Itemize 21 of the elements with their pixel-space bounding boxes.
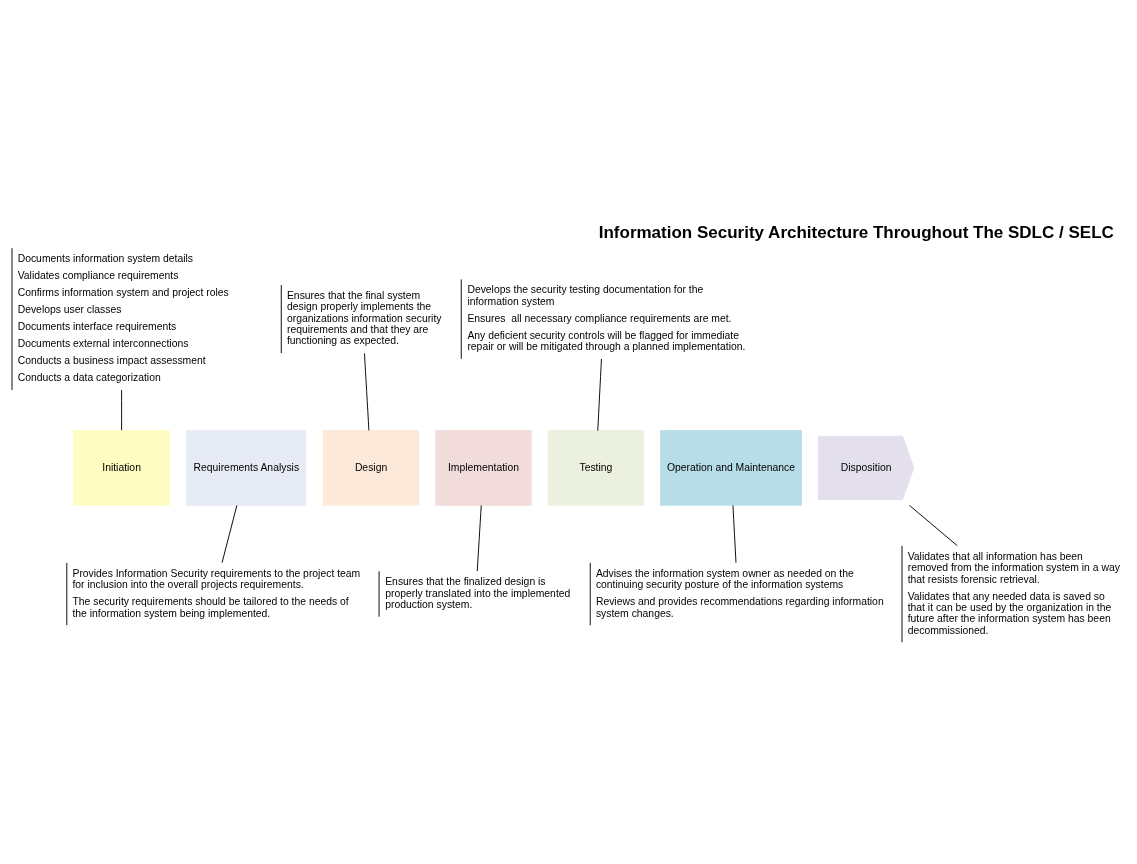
node-text: Provides Information Security requirements to the project team for inclusion into the overall projects requirements. The security requirements should be tailored to the needs of the information system being implemented. <box>72 567 361 619</box>
connector <box>597 358 602 432</box>
connector <box>909 504 958 547</box>
node-text: Advises the information system owner as needed on the continuing security posture of the information systems Reviews and provides recommendations regarding information system changes. <box>595 567 884 619</box>
connector <box>732 504 737 564</box>
node-box: Implementation <box>435 430 532 506</box>
diagram-title: Information Security Architecture Throughout The SDLC / SELC <box>598 223 1114 243</box>
node-text: Documents information system details Validates compliance requirements Confirms information system and project roles Develops user classes Documents interface requirements Documents external interconnections Conducts a business impact assessment Conducts a data categorization <box>17 253 229 384</box>
node-box: Operation and Maintenance <box>660 430 802 506</box>
connector <box>121 389 123 431</box>
node-box: Testing <box>547 430 645 506</box>
node-text: Ensures that the finalized design is properly translated into the implemented production system. <box>385 576 571 611</box>
node-text: Validates that all information has been removed from the information system in a way that resists forensic retrieval. Validates that any needed data is saved so that it can be used by the organization in the future after the information system has been decommissioned. <box>907 550 1120 636</box>
connector <box>221 504 238 564</box>
node-box: Design <box>322 430 420 506</box>
node-box: Requirements Analysis <box>186 430 307 506</box>
connector <box>476 504 482 572</box>
node-box: Initiation <box>73 430 170 506</box>
node-text: Develops the security testing documentation for the information system Ensures all necessary compliance requirements are met. Any deficient security controls will be flagged for immediate repair or will be mitigated through a planned implementation. <box>467 284 746 353</box>
connector <box>364 352 370 431</box>
node-text: Ensures that the final system design properly implements the organizations information security requirements and that they are functioning as expected. <box>286 290 442 347</box>
